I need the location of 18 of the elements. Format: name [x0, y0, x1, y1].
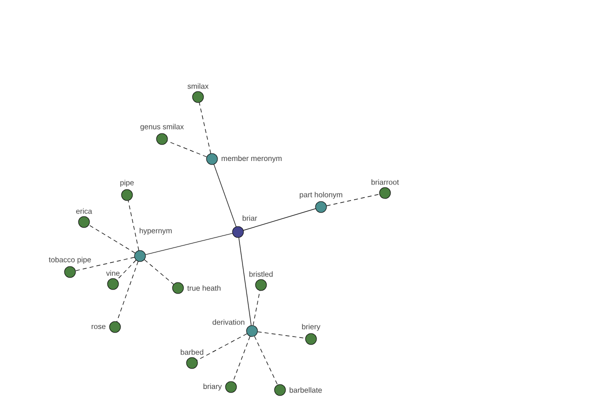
edge-line — [144, 259, 174, 285]
edge-line — [75, 256, 135, 272]
edge-line — [214, 164, 236, 227]
edge-line — [326, 194, 380, 206]
edge-line — [167, 140, 207, 158]
edge-line — [198, 102, 212, 154]
edge-line — [116, 261, 138, 322]
edge-line — [145, 233, 233, 255]
edge-line — [196, 333, 248, 361]
edge-line — [254, 336, 278, 386]
edge-line — [88, 224, 136, 254]
edge-line — [252, 290, 260, 326]
edge-line — [257, 331, 306, 339]
edge-line — [232, 336, 250, 382]
edge-line — [116, 260, 136, 280]
edge-line — [238, 237, 252, 326]
edge-line — [243, 208, 316, 231]
edge-line — [128, 200, 140, 251]
